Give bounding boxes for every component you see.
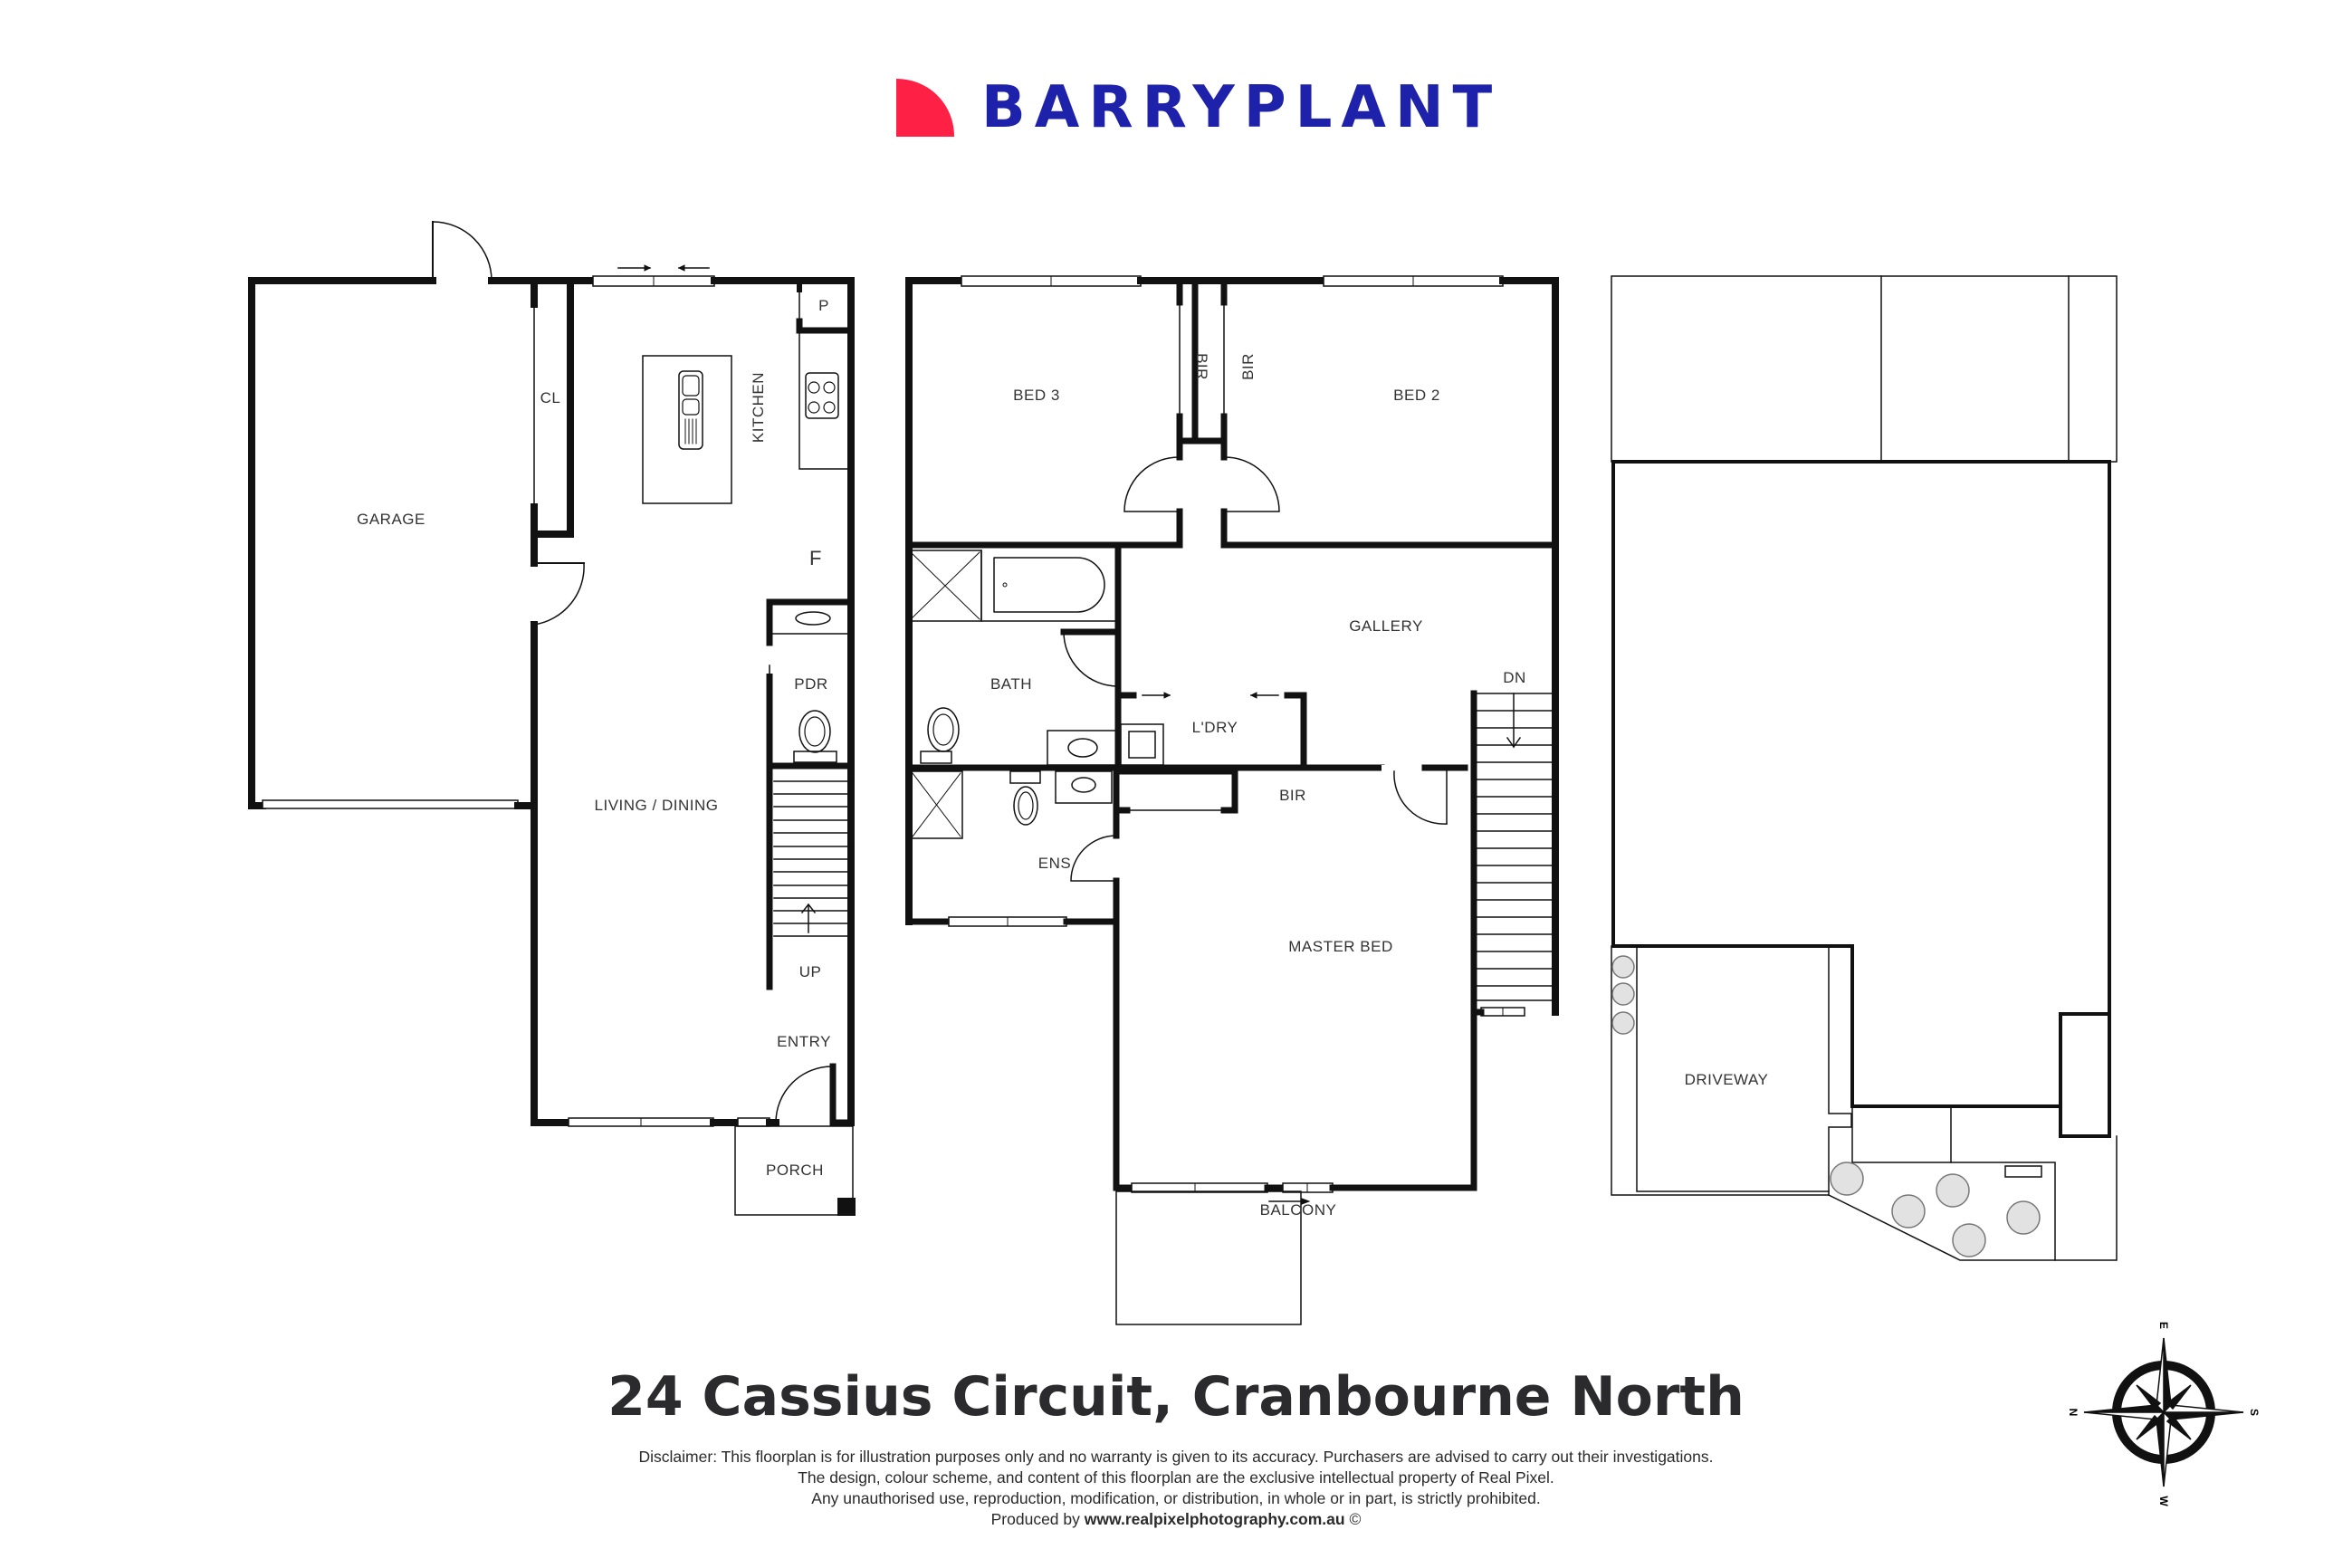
- compass-label-top: E: [2157, 1322, 2170, 1329]
- compass-rose-icon: E W N S: [2067, 1322, 2261, 1506]
- label-ens: ENS: [1038, 855, 1071, 872]
- label-fridge: F: [809, 547, 822, 569]
- disclaimer-line-1: Disclaimer: This floorplan is for illust…: [638, 1448, 1714, 1466]
- compass-label-bottom: W: [2157, 1496, 2170, 1506]
- label-balcony: BALCONY: [1260, 1201, 1337, 1219]
- label-porch: PORCH: [766, 1162, 824, 1179]
- label-stairs-down: DN: [1503, 669, 1526, 686]
- label-stairs-up: UP: [799, 963, 822, 980]
- label-living-dining: LIVING / DINING: [595, 797, 719, 814]
- site-plan: [1611, 275, 2118, 1261]
- label-kitchen: KITCHEN: [750, 372, 767, 443]
- disclaimer: Disclaimer: This floorplan is for illust…: [0, 1447, 2352, 1530]
- label-bir-bed2: BIR: [1239, 353, 1257, 380]
- property-address: 24 Cassius Circuit, Cranbourne North: [607, 1365, 1745, 1429]
- compass-label-right: S: [2248, 1409, 2261, 1416]
- produced-by: Produced by www.realpixelphotography.com…: [0, 1509, 2352, 1530]
- disclaimer-line-2: The design, colour scheme, and content o…: [798, 1468, 1554, 1487]
- label-pantry: P: [818, 297, 829, 314]
- label-bath: BATH: [990, 675, 1032, 693]
- compass-label-left: N: [2067, 1409, 2080, 1417]
- label-entry: ENTRY: [777, 1033, 831, 1050]
- produced-by-label: Produced by: [990, 1510, 1080, 1528]
- label-driveway: DRIVEWAY: [1685, 1071, 1769, 1088]
- disclaimer-line-3: Any unauthorised use, reproduction, modi…: [811, 1489, 1541, 1507]
- brand-name: BARRYPLANT: [981, 74, 1502, 141]
- label-bed3: BED 3: [1013, 387, 1060, 404]
- label-pdr: PDR: [794, 675, 827, 693]
- label-master-bed: MASTER BED: [1288, 938, 1393, 955]
- label-cl: CL: [540, 389, 561, 406]
- copyright-icon: ©: [1349, 1510, 1362, 1528]
- brand-mark-icon: [896, 79, 954, 137]
- label-bir-master: BIR: [1279, 787, 1306, 804]
- label-gallery: GALLERY: [1349, 617, 1423, 635]
- shrub-icons: [1611, 955, 2041, 1257]
- label-bed2: BED 2: [1393, 387, 1440, 404]
- first-floor-plan: [905, 275, 1559, 1325]
- ground-floor-plan: [248, 221, 856, 1216]
- brand-logo: BARRYPLANT: [896, 74, 1501, 141]
- label-bir-bed3: BIR: [1193, 353, 1210, 380]
- produced-by-link[interactable]: www.realpixelphotography.com.au: [1084, 1510, 1345, 1528]
- label-garage: GARAGE: [357, 511, 425, 528]
- label-laundry: L'DRY: [1192, 719, 1238, 736]
